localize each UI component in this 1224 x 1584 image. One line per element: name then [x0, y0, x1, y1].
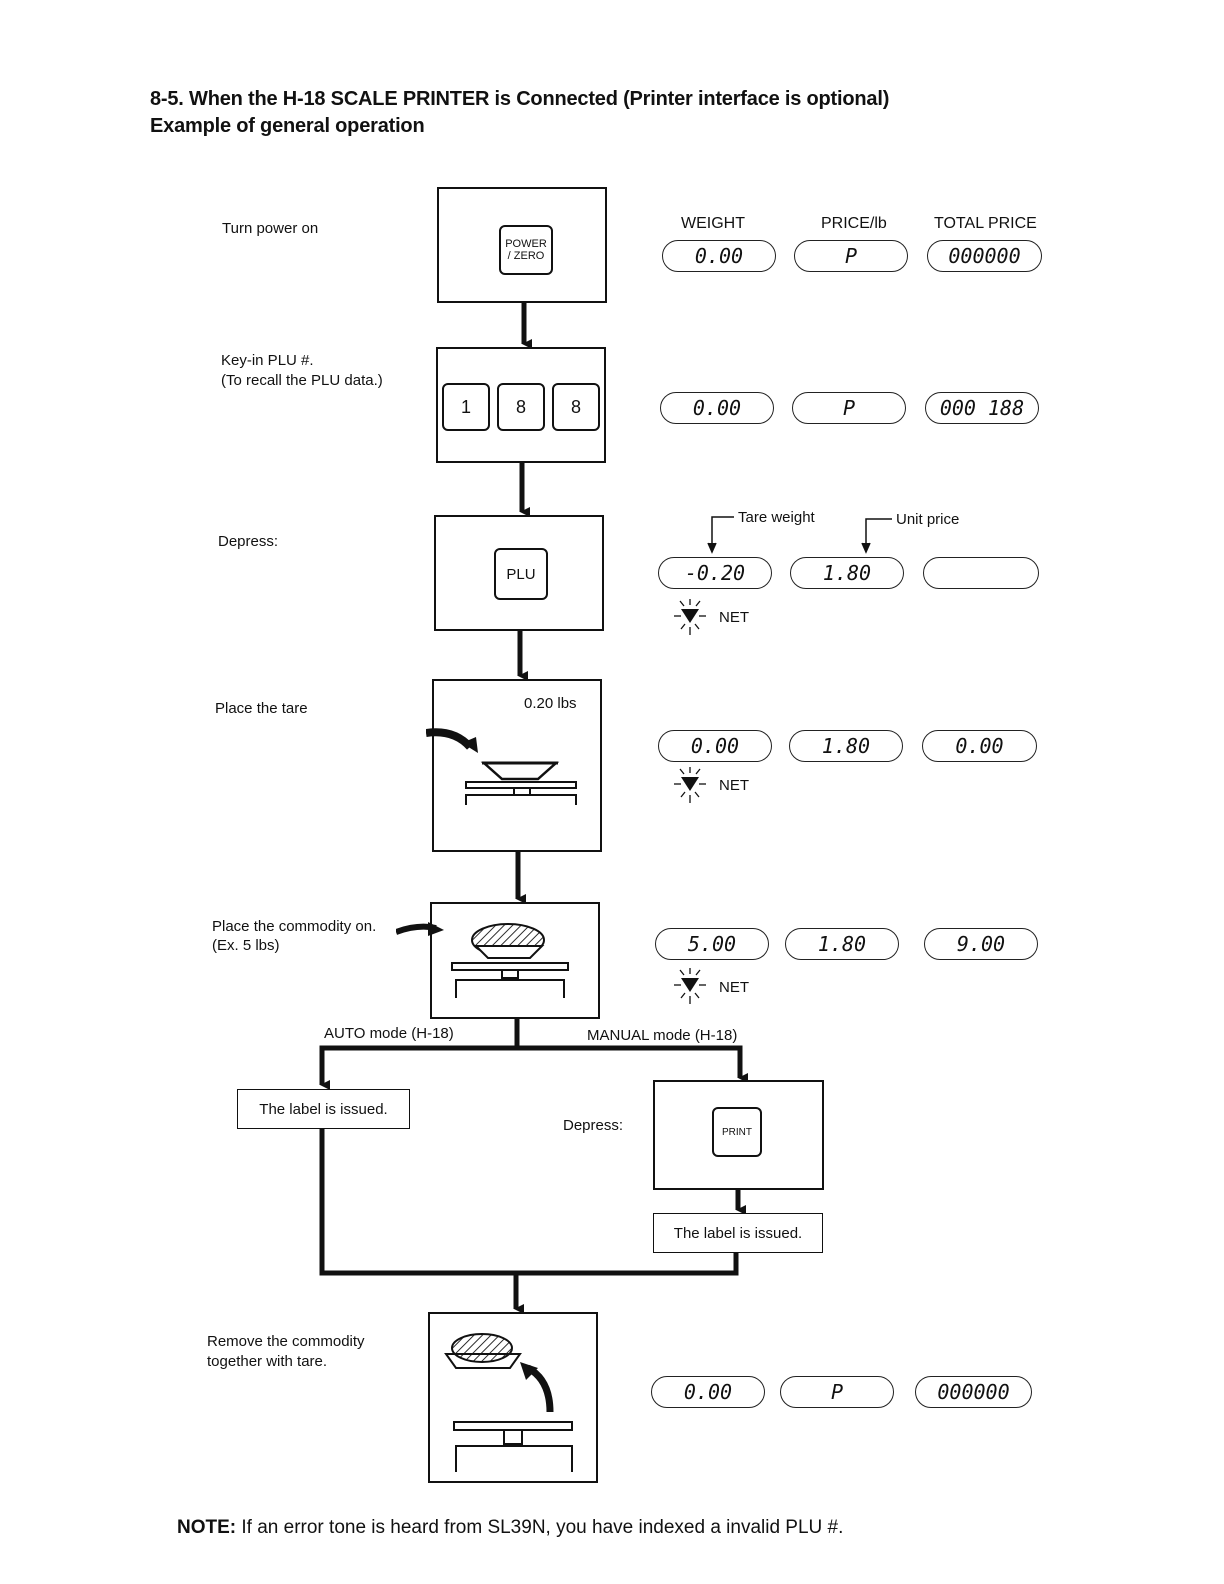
total-display: 9.00	[924, 928, 1038, 960]
plu-entry-box: 1 8 8	[436, 347, 606, 463]
price-display: P	[792, 392, 906, 424]
commodity-step-box	[396, 902, 600, 1019]
tare-weight-note: 0.20 lbs	[524, 695, 577, 712]
price-column-header: PRICE/lb	[821, 215, 887, 232]
power-zero-key[interactable]: POWER / ZERO	[499, 225, 553, 275]
auto-label-issued: The label is issued.	[237, 1089, 410, 1129]
digit-key-1[interactable]: 1	[442, 383, 490, 431]
net-indicator: NET	[719, 609, 749, 626]
print-key-box: PRINT	[653, 1080, 824, 1190]
weight-display: 0.00	[658, 730, 772, 762]
price-display: 1.80	[789, 730, 903, 762]
plu-entry-sublabel: (To recall the PLU data.)	[221, 372, 383, 389]
weight-display: -0.20	[658, 557, 772, 589]
power-on-label: Turn power on	[222, 220, 319, 237]
section-heading: 8-5. When the H-18 SCALE PRINTER is Conn…	[150, 88, 890, 110]
total-column-header: TOTAL PRICE	[934, 215, 1037, 232]
plu-key-box: PLU	[434, 515, 604, 631]
section-subheading: Example of general operation	[150, 115, 425, 137]
price-display: 1.80	[790, 557, 904, 589]
net-lamp-icon	[674, 767, 706, 803]
weight-display: 5.00	[655, 928, 769, 960]
total-display: 000 188	[925, 392, 1039, 424]
plu-entry-label: Key-in PLU #.	[221, 352, 314, 369]
manual-label-issued: The label is issued.	[653, 1213, 823, 1253]
scale-empty-icon	[444, 1333, 573, 1472]
manual-mode-label: MANUAL mode (H-18)	[587, 1027, 738, 1044]
weight-display: 0.00	[662, 240, 776, 272]
auto-mode-label: AUTO mode (H-18)	[324, 1025, 454, 1042]
commodity-example-label: (Ex. 5 lbs)	[212, 937, 280, 954]
place-commodity-label: Place the commodity on.	[212, 918, 377, 935]
scale-with-commodity-icon	[396, 922, 569, 998]
depress-print-label: Depress:	[563, 1117, 624, 1134]
power-step-box: POWER / ZERO	[437, 187, 607, 303]
total-display: 0.00	[922, 730, 1037, 762]
price-display: P	[794, 240, 908, 272]
remove-commodity-label: Remove the commodity	[207, 1333, 365, 1350]
net-lamp-icon	[674, 599, 706, 635]
total-display: 000000	[927, 240, 1042, 272]
total-display: 000000	[915, 1376, 1032, 1408]
plu-key[interactable]: PLU	[494, 548, 548, 600]
arrow-auto	[319, 1018, 520, 1090]
weight-display: 0.00	[660, 392, 774, 424]
tare-weight-annotation: Tare weight	[738, 509, 815, 526]
tare-step-box: 0.20 lbs	[426, 679, 602, 852]
place-tare-label: Place the tare	[215, 700, 308, 717]
price-display: 1.80	[785, 928, 899, 960]
net-indicator: NET	[719, 777, 749, 794]
footer-note: NOTE: If an error tone is heard from SL3…	[177, 1517, 843, 1539]
print-key[interactable]: PRINT	[712, 1107, 762, 1157]
price-display: P	[780, 1376, 894, 1408]
digit-key-8[interactable]: 8	[497, 383, 545, 431]
note-text: If an error tone is heard from SL39N, yo…	[241, 1517, 844, 1538]
note-prefix: NOTE:	[177, 1517, 237, 1538]
digit-key-8-second[interactable]: 8	[552, 383, 600, 431]
arrow-manual	[517, 1045, 748, 1083]
depress-plu-label: Depress:	[218, 533, 279, 550]
remove-step-box	[428, 1312, 598, 1483]
unit-price-annotation: Unit price	[896, 511, 960, 528]
net-lamp-icon	[674, 968, 706, 1004]
join-line	[319, 1128, 739, 1276]
weight-column-header: WEIGHT	[681, 215, 745, 232]
remove-commodity-sublabel: together with tare.	[207, 1353, 328, 1370]
net-indicator: NET	[719, 979, 749, 996]
total-display	[923, 557, 1039, 589]
scale-with-bowl-icon	[426, 728, 577, 805]
weight-display: 0.00	[651, 1376, 765, 1408]
